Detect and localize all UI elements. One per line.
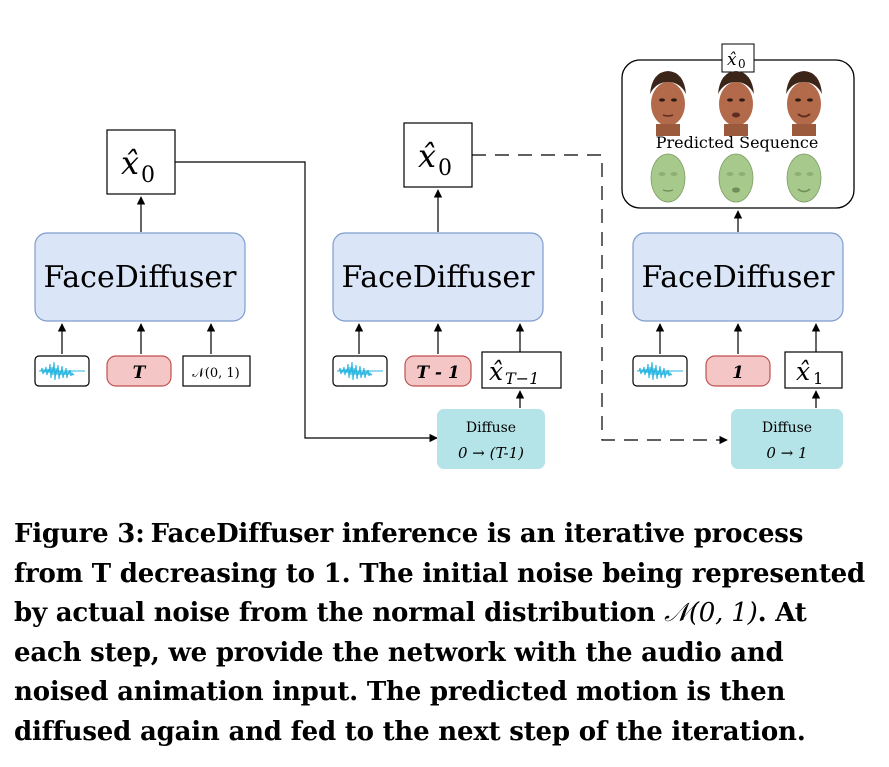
model-label: FaceDiffuser [342, 260, 536, 295]
inference-diagram: x̂ 0 FaceDiffuser T 𝒩(0, 1) x̂ 0 FaceDif… [34, 43, 855, 469]
diffuse-title: Diffuse [466, 420, 516, 436]
timestep-label: 1 [732, 363, 744, 383]
diffuse-range: 0 → (T-1) [458, 444, 524, 462]
predicted-top-label: x̂ [727, 50, 737, 70]
noise-label: x̂ [796, 357, 810, 386]
noise-label: 𝒩(0, 1) [192, 366, 239, 381]
step-column-2: x̂ 0 FaceDiffuser T - 1 x̂ T−1 Diffuse 0… [332, 122, 562, 469]
predicted-top-sub: 0 [738, 57, 746, 71]
noise-input [481, 351, 562, 389]
model-block [332, 232, 544, 322]
figure-caption: Figure 3:FaceDiffuser inference is an it… [14, 515, 880, 752]
diffuse-block [437, 409, 545, 469]
caption-text-1: FaceDiffuser inference is an iterative p… [14, 519, 865, 628]
noise-label: x̂ [489, 357, 503, 386]
caption-text-2: . At each step, we provide the network w… [14, 598, 807, 747]
timestep-input [404, 355, 472, 387]
model-label: FaceDiffuser [44, 260, 238, 295]
timestep-label: T - 1 [416, 363, 459, 383]
mesh-face [718, 153, 754, 203]
caption-math: 𝒩(0, 1) [664, 598, 758, 628]
output-box [106, 129, 176, 195]
output-box [403, 122, 473, 188]
noise-sub: 1 [813, 369, 823, 388]
output-sub: 0 [141, 163, 155, 188]
diffuse-title: Diffuse [762, 420, 812, 436]
timestep-label: T [133, 363, 147, 383]
connector-1-2 [175, 161, 438, 443]
mesh-face [650, 153, 686, 203]
model-label: FaceDiffuser [642, 260, 836, 295]
rendered-face [718, 71, 754, 136]
output-label: x̂ [121, 144, 139, 182]
diffuse-block [731, 409, 843, 469]
model-block [34, 232, 246, 322]
noise-sub: T−1 [505, 369, 539, 388]
step-column-1: x̂ 0 FaceDiffuser T 𝒩(0, 1) [34, 129, 251, 387]
rendered-face [786, 71, 822, 136]
output-label: x̂ [418, 137, 436, 175]
diffuse-range: 0 → 1 [766, 444, 807, 462]
output-sub: 0 [438, 156, 452, 181]
mesh-face [786, 153, 822, 203]
predicted-top-box [721, 43, 755, 73]
timestep-input [705, 355, 771, 387]
audio-input [332, 355, 388, 387]
audio-input [632, 355, 688, 387]
figure-label: Figure 3: [14, 519, 145, 549]
timestep-input [106, 355, 172, 387]
noise-input [784, 351, 843, 389]
model-block [632, 232, 844, 322]
audio-input [34, 355, 90, 387]
predicted-label: Predicted Sequence [656, 133, 819, 152]
step-column-3: x̂ 0 Predicted Sequence [621, 43, 855, 469]
noise-input [182, 355, 251, 387]
rendered-face [650, 71, 686, 136]
